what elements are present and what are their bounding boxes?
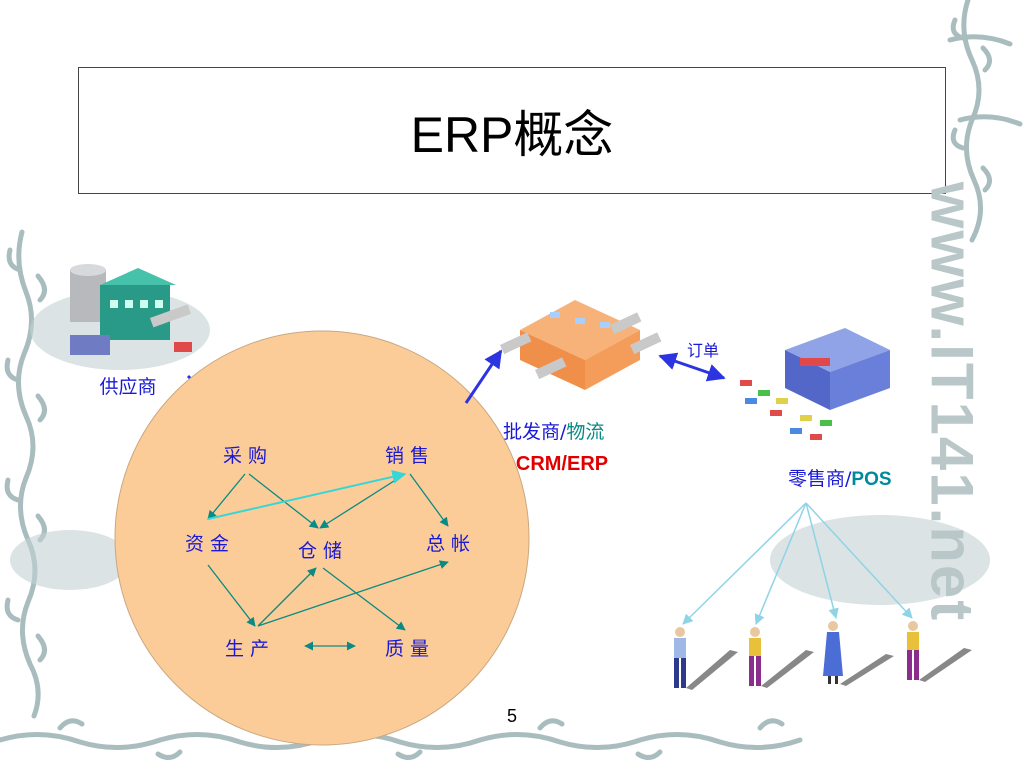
order-label: 订单 xyxy=(687,341,719,360)
watermark: www.IT141.net xyxy=(919,182,1002,623)
customer-figure-3 xyxy=(823,621,894,686)
supplier-label: 供应商 xyxy=(99,376,156,398)
customer-figure-2 xyxy=(749,627,814,688)
crm-erp-label: CRM/ERP xyxy=(516,453,608,475)
module-production: 生 产 xyxy=(225,638,269,660)
supplier-factory-icon xyxy=(70,264,192,355)
customer-figure-4 xyxy=(907,621,972,682)
wholesaler-label: 批发商/物流 xyxy=(503,421,604,443)
module-sales: 销 售 xyxy=(385,445,429,467)
watermark-text: www.IT141.net xyxy=(918,181,986,623)
circle-to-wholesaler-arrow xyxy=(464,349,503,404)
retailer-label: 零售商/POS xyxy=(788,468,892,490)
order-arrow xyxy=(658,352,726,382)
module-capital: 资 金 xyxy=(185,533,229,555)
module-quality: 质 量 xyxy=(385,638,429,660)
retailer-store-icon xyxy=(740,328,890,440)
page-number: 5 xyxy=(506,706,517,726)
capital-to-sales-arrow xyxy=(207,469,407,520)
customer-arrows xyxy=(682,502,913,625)
module-purchase: 采 购 xyxy=(223,445,267,467)
customer-figure-1 xyxy=(674,627,738,690)
module-ledger: 总 帐 xyxy=(426,533,470,555)
slide-title: ERP概念 xyxy=(410,106,614,163)
module-storage: 仓 储 xyxy=(298,540,342,562)
customer-figures xyxy=(674,621,972,690)
title-box: ERP概念 xyxy=(78,67,946,194)
wholesaler-warehouse-icon xyxy=(500,300,662,390)
erp-circle xyxy=(114,330,530,746)
